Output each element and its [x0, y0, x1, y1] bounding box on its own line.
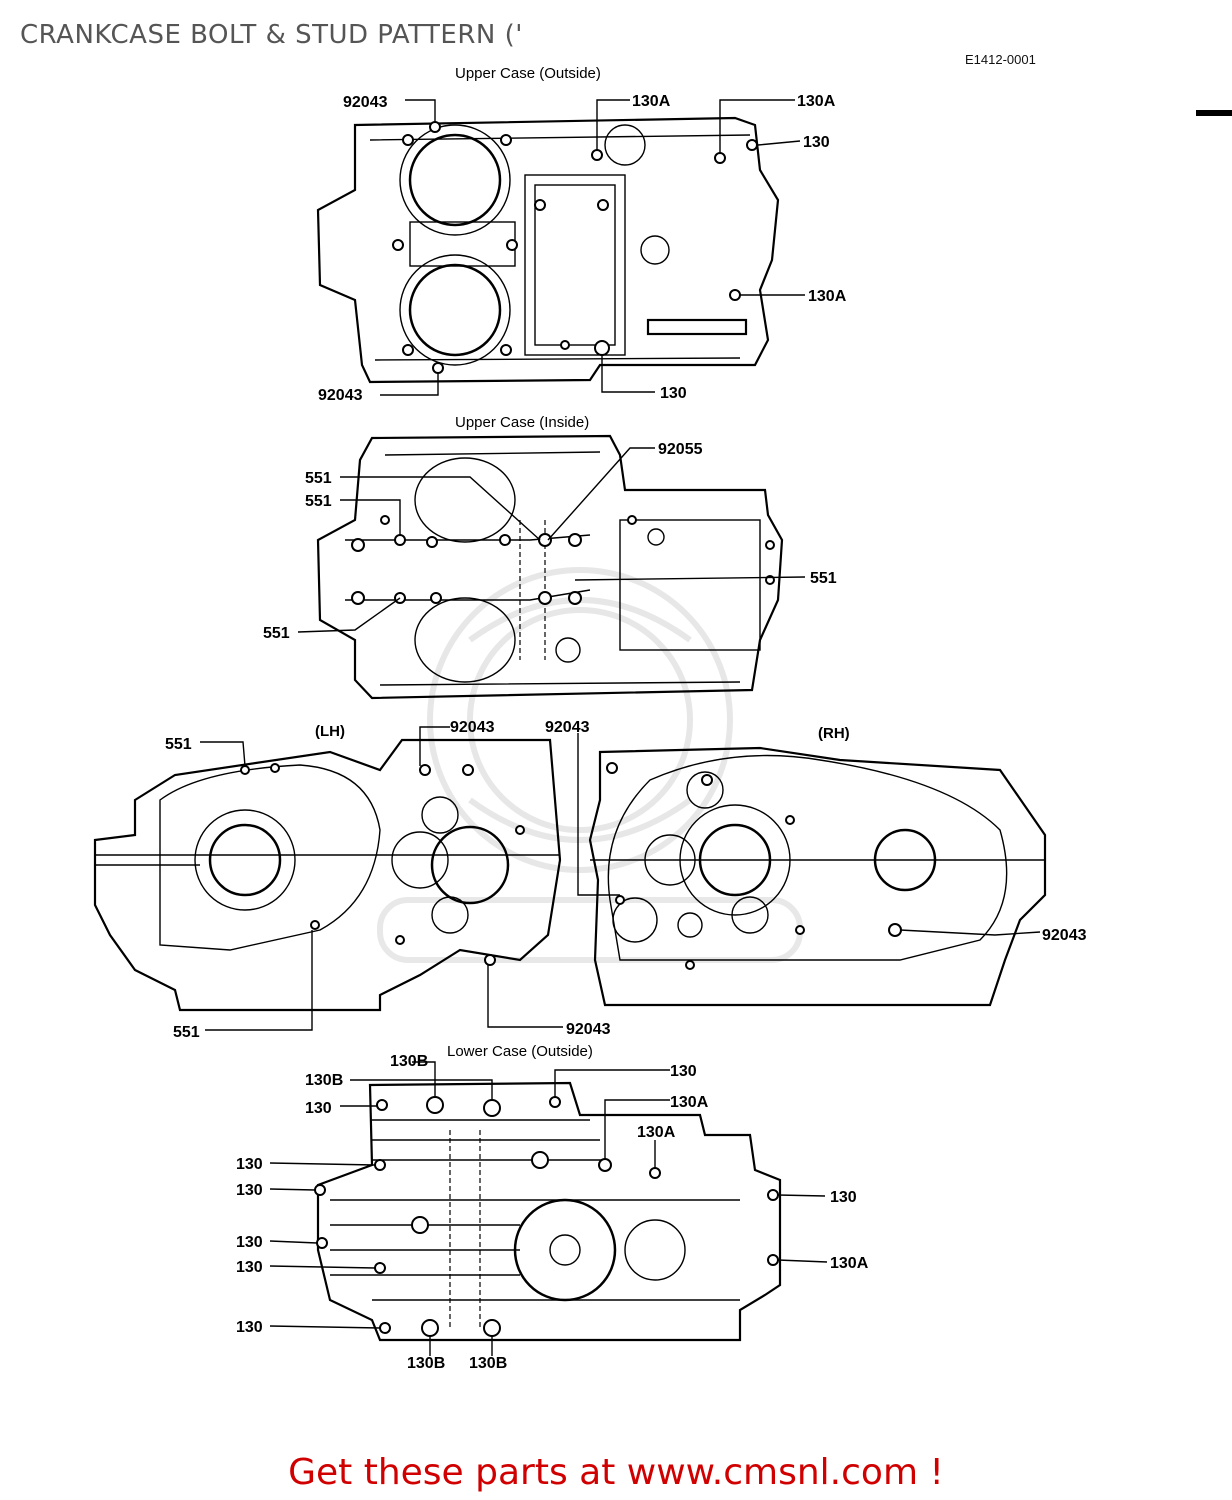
- part-label-551: 551: [165, 736, 192, 753]
- part-label-130: 130: [236, 1182, 263, 1199]
- part-label-130B: 130B: [469, 1355, 507, 1372]
- part-label-92043: 92043: [1042, 927, 1087, 944]
- part-label-130: 130: [670, 1063, 697, 1080]
- part-label-551: 551: [263, 625, 290, 642]
- footer-parts-link[interactable]: Get these parts at www.cmsnl.com !: [288, 1452, 944, 1493]
- section-title-lower-outside: Lower Case (Outside): [447, 1043, 593, 1060]
- lower-case-outside: Lower Case (Outside): [236, 1043, 869, 1372]
- part-label-92043: 92043: [450, 719, 495, 736]
- part-label-551: 551: [173, 1024, 200, 1041]
- side-views: (LH) (RH): [93, 719, 1087, 1041]
- part-label-130: 130: [660, 385, 687, 402]
- part-label-130A: 130A: [797, 93, 836, 110]
- side-label-rh: (RH): [818, 725, 850, 742]
- part-label-92043: 92043: [318, 387, 363, 404]
- part-label-130: 130: [236, 1319, 263, 1336]
- part-label-130: 130: [236, 1234, 263, 1251]
- part-label-130: 130: [830, 1189, 857, 1206]
- part-label-92043: 92043: [545, 719, 590, 736]
- part-label-130A: 130A: [637, 1124, 676, 1141]
- part-label-130A: 130A: [632, 93, 671, 110]
- part-label-130A: 130A: [670, 1094, 709, 1111]
- part-label-92043: 92043: [566, 1021, 611, 1038]
- part-label-92055: 92055: [658, 441, 703, 458]
- part-label-130A: 130A: [830, 1255, 869, 1272]
- part-label-130: 130: [305, 1100, 332, 1117]
- part-label-130B: 130B: [305, 1072, 343, 1089]
- section-title-upper-outside: Upper Case (Outside): [455, 65, 601, 82]
- page-title: CRANKCASE BOLT & STUD PATTERN (': [20, 20, 523, 50]
- diagram-ref-code: E1412-0001: [965, 52, 1036, 67]
- part-label-551: 551: [305, 470, 332, 487]
- part-label-551: 551: [305, 493, 332, 510]
- margin-rule: [1196, 110, 1232, 116]
- watermark-logo-icon: [377, 567, 803, 963]
- part-label-130: 130: [803, 134, 830, 151]
- part-label-92043: 92043: [343, 94, 388, 111]
- part-label-130B: 130B: [407, 1355, 445, 1372]
- part-label-130: 130: [236, 1156, 263, 1173]
- part-label-551: 551: [810, 570, 837, 587]
- side-label-lh: (LH): [315, 723, 345, 740]
- part-label-130B: 130B: [390, 1053, 428, 1070]
- part-label-130A: 130A: [808, 288, 847, 305]
- section-title-upper-inside: Upper Case (Inside): [455, 414, 589, 431]
- upper-case-outside: Upper Case (Outside): [316, 65, 847, 404]
- upper-case-inside: Upper Case (Inside) 92055 551 551: [263, 414, 837, 700]
- part-label-130: 130: [236, 1259, 263, 1276]
